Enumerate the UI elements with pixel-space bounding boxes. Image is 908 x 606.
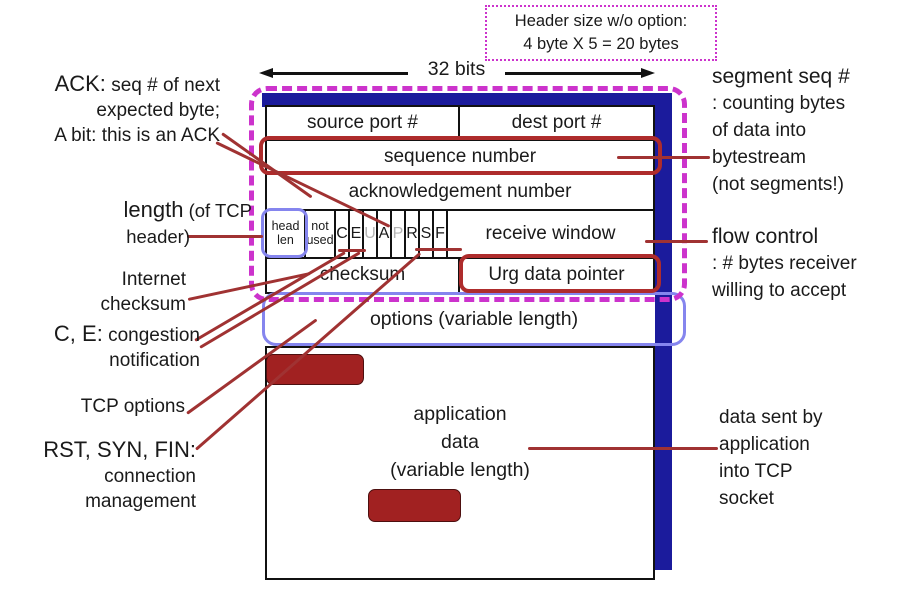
internet-checksum-line1: Internet bbox=[121, 269, 186, 290]
data-chunk-rect-2 bbox=[368, 489, 461, 522]
length-annotation-line2: header) bbox=[126, 226, 190, 247]
connector-ce-underline bbox=[338, 249, 366, 252]
segment-seq-line1: : counting bytes bbox=[712, 93, 846, 114]
congestion-annotation-lead: C, E: bbox=[53, 321, 103, 346]
length-annotation: length (of TCP header) bbox=[30, 197, 253, 249]
flag-F: F bbox=[434, 210, 448, 257]
data-sent-line3: into TCP bbox=[719, 461, 793, 482]
ack-annotation-line2: expected byte; bbox=[96, 100, 220, 121]
congestion-annotation-line2: notification bbox=[109, 350, 200, 371]
data-sent-line4: socket bbox=[719, 488, 774, 509]
application-data-line2: data bbox=[441, 431, 479, 453]
congestion-annotation-rest: congestion bbox=[102, 325, 200, 346]
header-dashed-outline bbox=[249, 86, 687, 302]
flag-R: R bbox=[406, 210, 420, 257]
bits-arrow-left-head-icon bbox=[259, 68, 273, 78]
internet-checksum-line2: checksum bbox=[100, 294, 186, 315]
sequence-number-field: sequence number bbox=[383, 145, 537, 167]
application-data-box: application data (variable length) bbox=[265, 346, 655, 580]
segment-seq-annotation: segment seq # : counting bytes of data i… bbox=[712, 63, 902, 198]
ack-number-field: acknowledgement number bbox=[348, 180, 572, 202]
conn-mgmt-annotation: RST, SYN, FIN: connection management bbox=[0, 435, 196, 514]
segment-back-panel-right bbox=[655, 93, 672, 570]
header-size-note-line1: Header size w/o option: bbox=[514, 12, 688, 30]
source-port-field: source port # bbox=[267, 107, 460, 139]
flags-row: head len not used C E U A P R S F receiv… bbox=[267, 210, 653, 259]
segment-seq-line3: bytestream bbox=[712, 147, 806, 168]
bits-width-label: 32 bits bbox=[427, 58, 486, 80]
flag-U: U bbox=[364, 210, 378, 257]
bits-arrow-right-line bbox=[505, 72, 643, 75]
flag-E: E bbox=[350, 210, 364, 257]
segment-seq-line2: of data into bbox=[712, 120, 807, 141]
ack-annotation-rest: seq # of next bbox=[105, 75, 220, 96]
receive-window-field: receive window bbox=[485, 222, 616, 244]
connector-seq-to-right-note bbox=[617, 156, 710, 159]
ack-number-row: acknowledgement number bbox=[267, 175, 653, 211]
flag-C: C bbox=[336, 210, 350, 257]
connector-rsf-underline bbox=[415, 248, 462, 251]
application-data-line1: application bbox=[413, 403, 507, 425]
data-sent-annotation: data sent by application into TCP socket bbox=[719, 404, 899, 512]
dest-port-field: dest port # bbox=[511, 111, 602, 133]
flow-control-annotation: flow control : # bytes receiver willing … bbox=[712, 223, 908, 304]
application-data-label: application data (variable length) bbox=[267, 400, 653, 484]
flag-S: S bbox=[420, 210, 434, 257]
data-sent-line1: data sent by bbox=[719, 407, 823, 428]
ack-annotation-lead: ACK: bbox=[54, 71, 106, 96]
flow-control-lead: flow control bbox=[712, 225, 819, 248]
header-size-note-line2: 4 byte X 5 = 20 bytes bbox=[523, 35, 679, 53]
urg-pointer-field: Urg data pointer bbox=[488, 264, 625, 286]
segment-back-panel-top bbox=[262, 93, 672, 107]
data-sent-line2: application bbox=[719, 434, 810, 455]
segment-seq-lead: segment seq # bbox=[712, 65, 850, 88]
not-used-line1: not bbox=[311, 219, 329, 234]
conn-mgmt-lead: RST, SYN, FIN: bbox=[43, 437, 196, 462]
header-size-note: Header size w/o option: 4 byte X 5 = 20 … bbox=[485, 5, 717, 61]
urg-pointer-highlight bbox=[459, 254, 661, 293]
conn-mgmt-line3: management bbox=[85, 491, 196, 512]
segment-seq-line4: (not segments!) bbox=[712, 174, 844, 195]
length-annotation-rest: (of TCP bbox=[183, 200, 252, 221]
flow-control-line2: willing to accept bbox=[712, 280, 847, 301]
flow-control-line1: : # bytes receiver bbox=[712, 253, 857, 274]
head-len-highlight bbox=[261, 208, 308, 258]
length-annotation-lead: length bbox=[123, 197, 184, 222]
data-chunk-rect-1 bbox=[266, 354, 364, 385]
not-used-line2: used bbox=[306, 232, 334, 247]
ack-annotation: ACK: seq # of next expected byte; A bit:… bbox=[0, 71, 220, 148]
ack-annotation-line3: A bit: this is an ACK bbox=[54, 125, 220, 146]
bits-arrow-left-line bbox=[270, 72, 408, 75]
connector-rcvwin-to-flowcontrol bbox=[645, 240, 708, 243]
flag-P: P bbox=[392, 210, 406, 257]
flag-A: A bbox=[378, 210, 392, 257]
connector-length-to-headlen bbox=[187, 235, 263, 238]
tcp-options-annotation: TCP options bbox=[80, 396, 185, 417]
sequence-number-highlight bbox=[259, 136, 662, 175]
application-data-line3: (variable length) bbox=[390, 459, 530, 481]
congestion-annotation: C, E: congestion notification bbox=[0, 321, 200, 373]
head-len-line2: len bbox=[277, 232, 294, 247]
head-len-line1: head bbox=[271, 219, 300, 234]
internet-checksum-annotation: Internet checksum bbox=[0, 267, 186, 317]
conn-mgmt-line2: connection bbox=[104, 466, 196, 487]
bits-arrow-right-head-icon bbox=[641, 68, 655, 78]
not-used-field: not used bbox=[306, 210, 336, 257]
connector-appdata-to-right-note bbox=[528, 447, 718, 450]
options-field: options (variable length) bbox=[262, 292, 686, 346]
